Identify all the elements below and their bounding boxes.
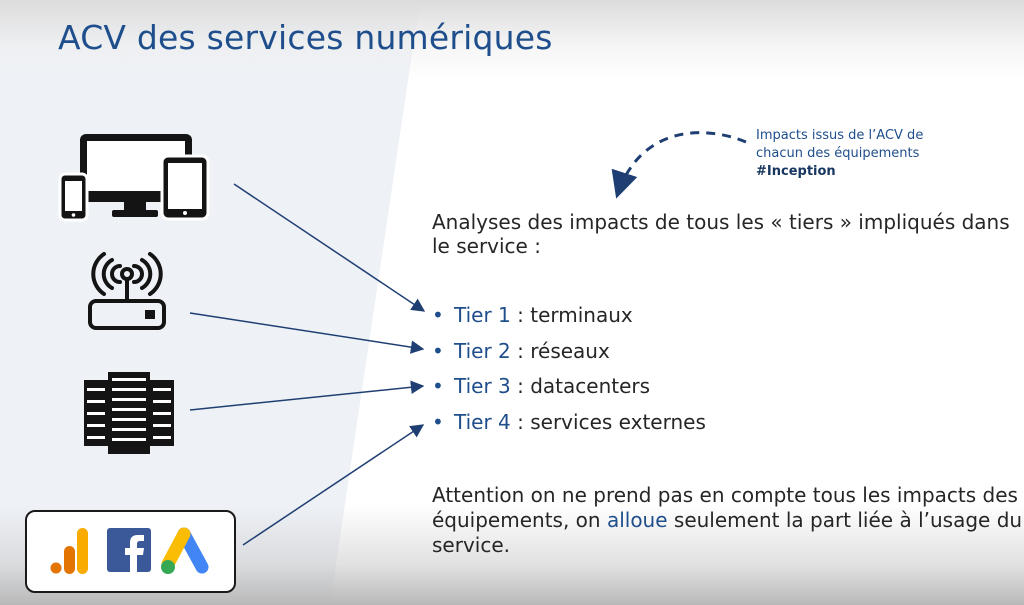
- tier-item: •Tier 4 : services externes: [432, 409, 706, 434]
- tier-label: Tier 3: [454, 374, 511, 398]
- devices-icon: [58, 134, 210, 222]
- tier-desc: : terminaux: [510, 303, 633, 327]
- tier-label: Tier 4: [454, 409, 511, 434]
- attention-after: seulement la part liée à l’usage du serv…: [432, 508, 1023, 557]
- attention-text: Attention on ne prend pas en compte tous…: [432, 483, 1024, 558]
- google-analytics-icon: [50, 528, 88, 574]
- facebook-icon: [107, 528, 151, 572]
- tier-label: Tier 2: [454, 338, 511, 363]
- attention-highlight: alloue: [606, 508, 668, 532]
- dashed-curved-arrow: [611, 131, 747, 199]
- note-line-1: Impacts issus de l’ACV de: [756, 128, 924, 143]
- arrow-tier4: [242, 424, 425, 546]
- server-rack-icon: [84, 372, 174, 454]
- external-services-box: [25, 510, 236, 593]
- wifi-router-icon: [88, 252, 166, 330]
- slide-title: ACV des services numériques: [58, 18, 553, 57]
- note-tag: #Inception: [756, 164, 836, 179]
- inception-note: Impacts issus de l’ACV de chacun des équ…: [756, 127, 996, 181]
- arrow-tier1: [233, 183, 426, 312]
- note-line-2: chacun des équipements: [756, 146, 920, 161]
- tier-item: •Tier 1 : terminaux: [432, 303, 633, 327]
- tier-desc: : datacenters: [510, 374, 651, 398]
- arrow-tier3: [189, 380, 425, 411]
- arrow-tier2: [189, 312, 425, 354]
- tier-desc: : réseaux: [510, 338, 610, 363]
- tier-list: •Tier 1 : terminaux •Tier 2 : réseaux •T…: [432, 300, 706, 442]
- tier-label: Tier 1: [454, 303, 511, 327]
- tier-item: •Tier 3 : datacenters: [432, 374, 651, 398]
- background-top-fade: [0, 0, 1024, 80]
- attention-before: Attention on ne prend pas en compte tous…: [432, 483, 1018, 532]
- tier-desc: : services externes: [510, 409, 706, 434]
- tier-item: •Tier 2 : réseaux: [432, 338, 610, 363]
- google-ads-icon: [161, 527, 209, 574]
- analysis-text: Analyses des impacts de tous les « tiers…: [432, 210, 1010, 258]
